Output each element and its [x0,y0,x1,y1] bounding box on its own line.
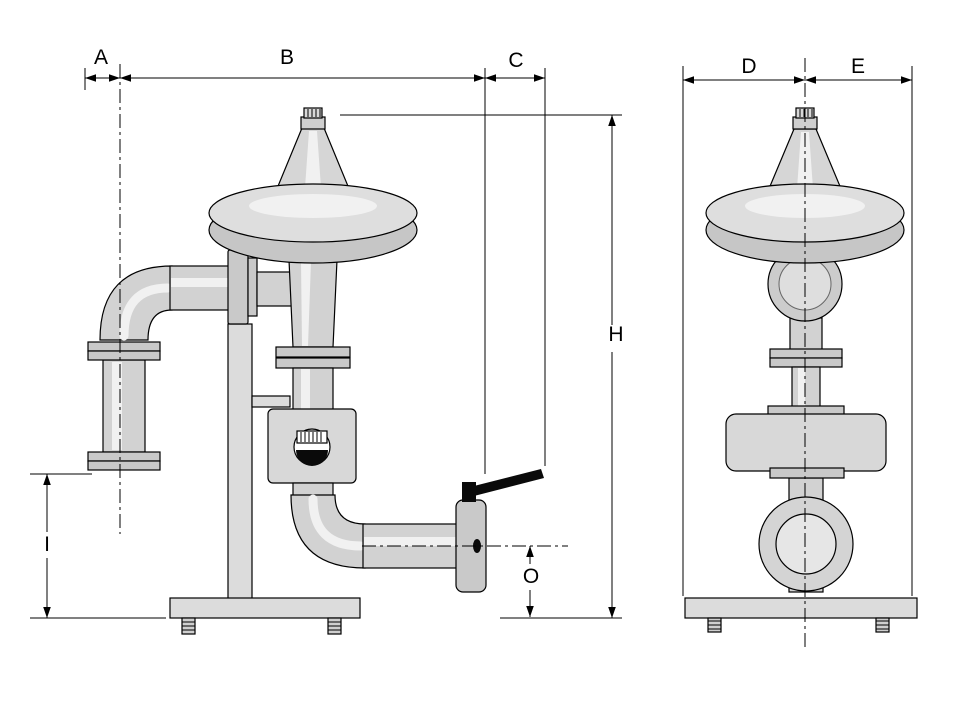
dimension-abc-arrows [85,74,545,82]
dimensions: A B C D E H I O [30,46,913,619]
meter-register-digits [300,432,322,442]
inlet-flange-plate [227,249,249,325]
outlet-pipe-highlight [364,537,457,546]
inlet-riser-highlight [112,362,122,450]
outlet-elbow-highlight [308,494,366,551]
anchor-screw-right-threads [328,621,341,631]
dimension-i: I [30,473,166,619]
sv-flange-3 [769,467,845,479]
sv-elbow-end-inner [775,513,837,575]
inlet-flange-top-b [87,350,161,361]
inlet-riser-pipe [102,359,146,453]
sv-dome-highlight [745,194,865,218]
inlet-flange-bottom-b [87,460,161,471]
dimension-de-arrows [683,76,912,84]
base-plate [169,597,361,619]
inlet-nipple [256,271,294,307]
meter-dial-half [296,450,328,466]
regulator-outlet-flange-a [275,346,351,358]
sv-meter-block [725,413,887,472]
side-view [684,107,918,633]
anchor-screw-left-threads [182,621,195,631]
stand-bracket [251,395,291,408]
sv-base-plate [684,597,918,619]
dimension-o: O [523,546,539,617]
sv-anchor-screw-right-threads [876,620,889,630]
dimension-label-h: H [608,323,623,346]
dimension-h-extension-lines [340,114,622,619]
regulator-cap [303,107,323,119]
sv-mid-pipe [791,366,821,409]
dimension-label-e: E [851,55,865,78]
dimension-label-d: D [741,55,756,78]
sv-mid-pipe-highlight [798,368,805,407]
dimension-label-o: O [523,565,539,588]
inlet-flange-plate-2 [247,257,258,317]
outlet-flange-bolt-hole [473,539,481,553]
inlet-pipe-highlight [171,278,231,287]
sv-cap-knurl [799,109,813,117]
inlet-elbow-highlight [119,283,173,341]
dimension-abc: A B C [84,46,546,474]
regulator-outlet-flange-b [275,357,351,369]
dimension-label-a: A [94,46,108,69]
sv-upper-pipe [789,317,823,351]
regulator-body-highlight [301,261,311,346]
dimension-i-extension-lines [30,473,166,619]
regulator-bonnet-highlight [305,131,321,188]
diaphragm-dome-highlight [249,194,377,218]
sv-flange-1a [769,348,843,359]
centerlines [119,58,806,648]
dimension-de: D E [682,55,913,596]
regulator-cap-knurl [307,109,321,117]
drop-pipe [292,367,334,411]
dimension-label-i: I [44,533,50,556]
ball-valve-handle [470,469,544,496]
inlet-flange-top-a [87,341,161,352]
dimension-abc-extension-lines [84,68,546,474]
dimension-de-extension-lines [682,66,913,596]
drop-pipe-highlight [301,369,310,409]
inlet-flange-bottom-a [87,451,161,462]
inlet-pipe-horizontal [169,265,233,311]
dimension-label-b: B [280,46,294,69]
front-view [87,107,544,635]
regulator-body [288,259,338,348]
stand-post [227,323,253,601]
sv-flange-1b [769,357,843,368]
regulator-cap-base [300,116,326,130]
dimension-h: H [340,114,624,619]
dimension-label-c: C [508,49,523,72]
sv-anchor-screw-left-threads [708,620,721,630]
